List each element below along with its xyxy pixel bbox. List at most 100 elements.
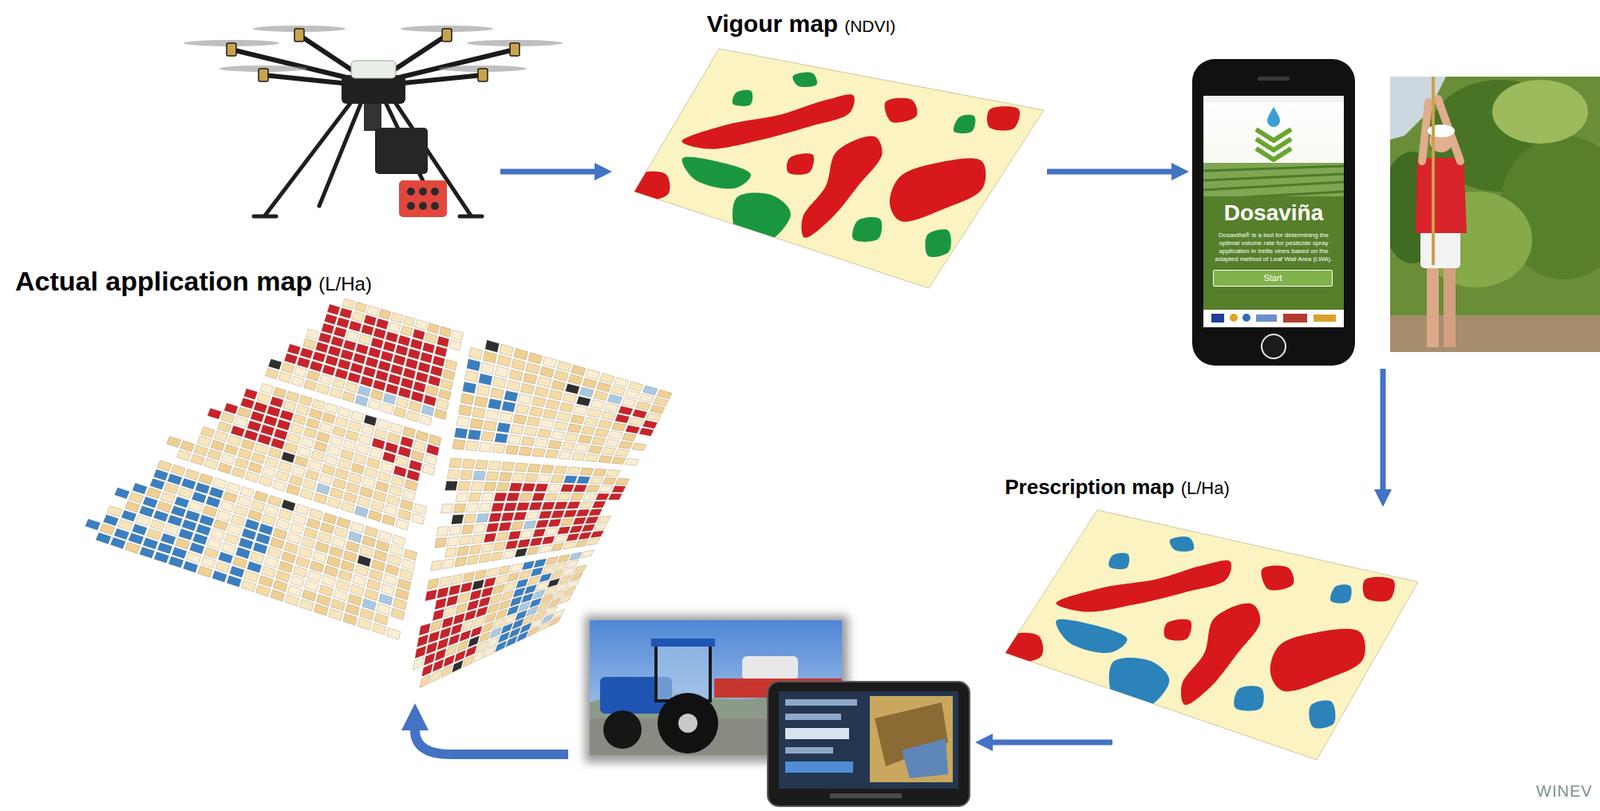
application-cell — [114, 528, 130, 540]
application-cell — [244, 518, 260, 530]
vine-row — [1203, 165, 1344, 171]
application-cell — [574, 539, 588, 548]
application-cell — [264, 456, 279, 468]
map-zone — [953, 114, 976, 134]
application-cell — [371, 500, 385, 512]
application-cell — [374, 612, 388, 625]
application-cell — [587, 537, 601, 546]
application-cell — [132, 523, 148, 535]
application-cell — [371, 559, 385, 572]
application-cell — [196, 524, 211, 536]
application-cell — [579, 501, 593, 508]
application-cell — [269, 396, 284, 408]
map-zone — [732, 193, 791, 244]
application-cell — [484, 645, 496, 658]
application-cell — [170, 464, 186, 476]
application-cell — [322, 364, 336, 376]
application-cell — [373, 549, 388, 562]
application-cell — [171, 547, 187, 559]
application-cell — [306, 328, 320, 340]
application-cell — [636, 401, 651, 411]
application-cell — [444, 605, 456, 617]
application-cell — [573, 405, 589, 415]
application-cell — [599, 485, 613, 492]
screen-panel — [1203, 196, 1344, 310]
application-cell — [456, 416, 470, 427]
application-cell — [299, 395, 313, 407]
application-cell — [315, 342, 328, 353]
application-cell — [354, 505, 368, 518]
application-cell — [227, 523, 242, 535]
map-zone — [987, 106, 1020, 131]
application-cell — [311, 450, 325, 462]
application-cell — [300, 537, 315, 549]
application-cell — [309, 360, 323, 372]
application-cell — [450, 623, 463, 635]
application-cell — [362, 535, 376, 547]
application-cell — [615, 414, 630, 423]
application-cell — [150, 478, 165, 490]
application-cell — [570, 493, 585, 501]
application-cell — [212, 478, 227, 490]
application-cell — [410, 338, 423, 350]
application-cell — [373, 327, 386, 339]
application-cell — [298, 546, 313, 558]
application-cell — [457, 640, 469, 652]
application-cell — [496, 532, 510, 542]
application-cell — [315, 541, 329, 554]
application-cell — [602, 477, 617, 484]
application-cell — [192, 491, 207, 503]
application-cell — [316, 594, 332, 607]
application-cell — [332, 426, 346, 438]
application-cell — [329, 387, 343, 400]
application-cell — [352, 352, 366, 364]
application-cell — [264, 367, 279, 379]
application-cell — [453, 503, 467, 513]
application-cell — [398, 509, 411, 521]
application-cell — [534, 438, 549, 447]
application-cell — [309, 560, 324, 573]
application-cell — [351, 462, 365, 475]
application-cell — [204, 458, 219, 470]
application-cell — [393, 406, 407, 419]
application-cell — [260, 424, 275, 436]
application-cell — [540, 366, 555, 378]
app-logo-chevron — [1256, 138, 1292, 151]
application-cell — [598, 455, 613, 464]
status-bar — [1203, 95, 1344, 103]
application-cell — [340, 501, 355, 513]
application-cell — [483, 481, 497, 491]
application-cell — [481, 543, 494, 554]
application-cell — [260, 383, 274, 394]
application-cell — [476, 384, 490, 396]
application-cell — [521, 592, 534, 603]
application-cell — [380, 402, 394, 415]
application-cell — [363, 366, 376, 378]
application-cell — [373, 490, 388, 502]
application-cell — [488, 398, 502, 409]
application-cell — [385, 331, 398, 343]
application-cell — [233, 556, 248, 568]
application-cell — [582, 378, 597, 389]
application-cell — [423, 652, 435, 666]
application-cell — [142, 537, 159, 550]
application-cell — [302, 478, 317, 490]
application-cell — [164, 482, 179, 494]
application-cell — [514, 462, 529, 472]
application-cell — [532, 396, 546, 407]
application-cell — [182, 560, 198, 573]
application-cell — [288, 474, 303, 486]
application-cell — [567, 423, 581, 433]
application-cell — [321, 574, 336, 587]
application-cell — [428, 375, 441, 387]
vine-row — [1203, 165, 1344, 200]
application-cell — [346, 481, 360, 494]
application-cell — [490, 551, 503, 561]
application-cell — [387, 432, 400, 444]
application-cell — [625, 425, 640, 434]
application-cell — [425, 589, 437, 601]
application-cell — [577, 434, 592, 444]
map-zone — [1109, 657, 1170, 709]
application-cell — [344, 381, 358, 393]
map-unit: (L/Ha) — [1181, 478, 1230, 498]
